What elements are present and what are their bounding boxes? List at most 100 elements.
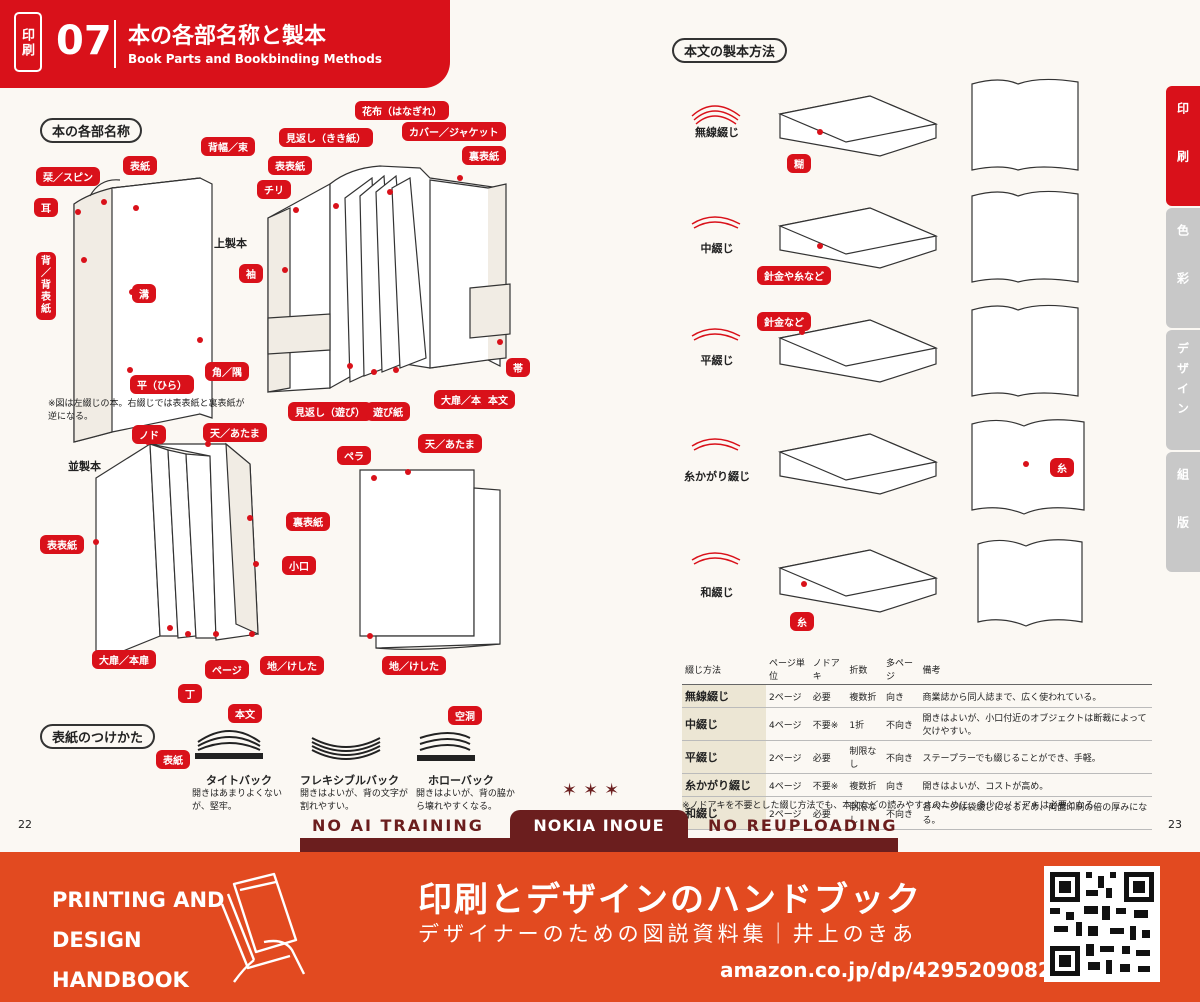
table-cell: 各ページは袋綴じになるため、両面印刷の倍の厚みになる。 bbox=[919, 796, 1152, 830]
page-number-left: 22 bbox=[18, 818, 32, 831]
method-tag-4: 糸 bbox=[1050, 458, 1074, 477]
table-cell: 必要 bbox=[809, 796, 847, 830]
table-row: 和綴じ 2ページ 必要 制限なし 不向き 各ページは袋綴じになるため、両面印刷の… bbox=[682, 796, 1152, 830]
cover-desc-tight: 開きはあまりよくないが、堅牢。 bbox=[192, 789, 283, 812]
no-reuploading: NO REUPLOADING bbox=[708, 816, 898, 835]
banner-url[interactable]: amazon.co.jp/dp/4295209082/ bbox=[720, 958, 1060, 982]
label-pb-ura: 裏表紙 bbox=[286, 512, 330, 531]
label-obi: 帯 bbox=[506, 358, 530, 377]
method-name-2: 中綴じ bbox=[700, 242, 734, 255]
method-tag-2: 針金や糸など bbox=[757, 266, 831, 285]
table-cell: 2ページ bbox=[766, 740, 810, 774]
cover-tag-kuudou: 空洞 bbox=[448, 706, 482, 725]
table-cell: 不向き bbox=[882, 796, 920, 830]
banner-subtitle: デザイナーのための図説資料集｜井上のきあ bbox=[418, 922, 917, 946]
side-tab-insatsu[interactable]: 印刷 bbox=[1166, 86, 1200, 206]
label-chi: 地／けした bbox=[260, 656, 324, 675]
hardcover-note: ※図は左綴じの本。右綴じでは表表紙と裏表紙が逆になる。 bbox=[48, 399, 245, 422]
table-note: ※ノドアキを不要とした綴じ方法でも、本文などの読みやすさのために、多少のノドアキ… bbox=[682, 801, 1103, 811]
table-cell: 中綴じ bbox=[682, 707, 766, 741]
section-parts: 本の各部名称 bbox=[40, 118, 143, 143]
table-cell: 和綴じ bbox=[682, 796, 766, 830]
binding-methods-diagrams bbox=[691, 78, 1085, 627]
label-chi2: 地／けした bbox=[382, 656, 446, 675]
side-tab-label: 色彩 bbox=[1175, 224, 1190, 320]
label-tsuri: 背幅／束 bbox=[201, 137, 255, 156]
table-cell: 無線綴じ bbox=[682, 684, 766, 708]
table-row: 糸かがり綴じ 4ページ 不要※ 複数折 向き 開きはよいが、コストが高め。 bbox=[682, 773, 1152, 797]
table-cell: 開きはよいが、小口付近のオブジェクトは断裁によって欠けやすい。 bbox=[919, 707, 1152, 741]
label-pb-otobira: 大扉／本扉 bbox=[92, 650, 156, 669]
label-ten: 天／あたま bbox=[203, 423, 267, 442]
table-cell: 必要 bbox=[809, 684, 847, 708]
table-header: ページ単位 bbox=[766, 654, 810, 685]
side-tab-label: 組版 bbox=[1175, 468, 1190, 564]
no-ai-training: NO AI TRAINING bbox=[312, 816, 484, 835]
cover-tag-hyoushi: 表紙 bbox=[156, 750, 190, 769]
table-cell: ステープラーでも綴じることができ、手軽。 bbox=[919, 740, 1152, 774]
table-cell: 複数折 bbox=[846, 773, 883, 797]
table-row: 平綴じ 2ページ 必要 制限なし 不向き ステープラーでも綴じることができ、手軽… bbox=[682, 740, 1152, 774]
label-pb-hyou: 表表紙 bbox=[40, 535, 84, 554]
label-honbun: 本文 bbox=[481, 390, 515, 409]
binding-table: 綴じ方法 ページ単位 ノドアキ 折数 多ページ 備考 無線綴じ 2ページ 必要 … bbox=[682, 654, 1152, 830]
chapter-title: 本の各部名称と製本 bbox=[128, 24, 327, 49]
method-tag-5: 糸 bbox=[790, 612, 814, 631]
banner-en-line: PRINTING AND bbox=[52, 888, 225, 912]
table-cell: 2ページ bbox=[766, 684, 810, 708]
chapter-subtitle: Book Parts and Bookbinding Methods bbox=[128, 52, 382, 66]
table-cell: 不要※ bbox=[809, 773, 847, 797]
chapter-side-label: 印刷 bbox=[14, 12, 42, 72]
label-nami: 並製本 bbox=[68, 460, 101, 473]
table-header: ノドアキ bbox=[809, 654, 847, 685]
label-ura: 裏表紙 bbox=[462, 146, 506, 165]
method-name-3: 平綴じ bbox=[700, 354, 734, 367]
section-cover: 表紙のつけかた bbox=[40, 724, 156, 749]
table-header: 折数 bbox=[846, 654, 883, 685]
section-binding: 本文の製本方法 bbox=[672, 38, 788, 63]
label-ryou: 栞／スピン bbox=[36, 167, 100, 186]
cover-name-flexible: フレキシブルバック bbox=[300, 774, 399, 787]
side-tab-shikisai[interactable]: 色彩 bbox=[1166, 208, 1200, 328]
table-cell: 4ページ bbox=[766, 707, 810, 741]
table-header: 綴じ方法 bbox=[682, 654, 766, 685]
label-pera: ペラ bbox=[337, 446, 371, 465]
label-hyoushi: 表紙 bbox=[123, 156, 157, 175]
side-tab-design[interactable]: デザイン bbox=[1166, 330, 1200, 450]
label-hanagire: 花布（はなぎれ） bbox=[355, 101, 449, 120]
cover-tag-honbun: 本文 bbox=[228, 704, 262, 723]
label-asobi: 遊び紙 bbox=[366, 402, 410, 421]
table-cell: 制限なし bbox=[846, 796, 883, 830]
label-chou: 丁 bbox=[178, 684, 202, 703]
method-tag-3: 針金など bbox=[757, 312, 811, 331]
label-chiri: チリ bbox=[257, 180, 291, 199]
header-divider bbox=[114, 20, 116, 68]
table-cell: 糸かがり綴じ bbox=[682, 773, 766, 797]
label-se: 背／背表紙 bbox=[36, 252, 56, 320]
side-tab-kumihan[interactable]: 組版 bbox=[1166, 452, 1200, 572]
table-cell: 複数折 bbox=[846, 684, 883, 708]
label-hira: 平（ひら） bbox=[130, 375, 194, 394]
method-name-4: 糸かがり綴じ bbox=[684, 470, 750, 483]
banner-en-line: DESIGN bbox=[52, 928, 142, 952]
cover-desc-hollow: 開きはよいが、背の脇から壊れやすくなる。 bbox=[416, 789, 515, 812]
table-cell: 4ページ bbox=[766, 773, 810, 797]
author-tab: NOKIA INOUE bbox=[510, 810, 688, 842]
chapter-header bbox=[0, 0, 450, 88]
banner-en-title: PRINTING AND DESIGN HANDBOOK bbox=[52, 880, 224, 1000]
label-hyoushi-r: 表表紙 bbox=[268, 156, 312, 175]
table-cell: 不向き bbox=[882, 707, 920, 741]
table-cell: 平綴じ bbox=[682, 740, 766, 774]
label-ten2: 天／あたま bbox=[418, 434, 482, 453]
table-cell: 不要※ bbox=[809, 707, 847, 741]
label-nodo: ノド bbox=[132, 425, 166, 444]
method-name-5: 和綴じ bbox=[700, 586, 734, 599]
promo-banner bbox=[0, 852, 1200, 1002]
watermark-strip bbox=[300, 838, 898, 852]
method-name-1: 無線綴じ bbox=[695, 126, 739, 139]
label-koguchi: 小口 bbox=[282, 556, 316, 575]
qr-code-icon[interactable] bbox=[1044, 866, 1160, 982]
table-cell: 開きはよいが、コストが高め。 bbox=[919, 773, 1152, 797]
table-cell: 向き bbox=[882, 684, 920, 708]
